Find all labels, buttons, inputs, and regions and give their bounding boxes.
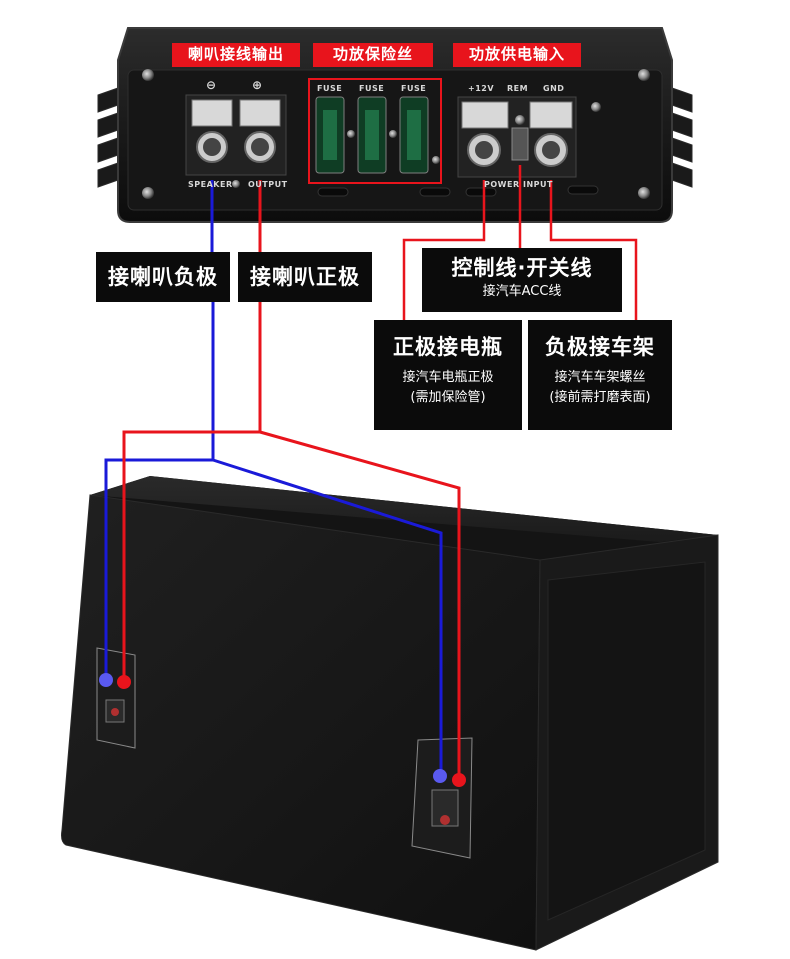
right-terminal-cup	[411, 737, 473, 859]
control-wire-note: 接汽车ACC线	[482, 284, 562, 299]
chassis-negative-wire	[549, 180, 638, 320]
subwoofer-box	[61, 476, 719, 951]
minus-symbol: ⊖	[206, 78, 217, 92]
battery-positive-note1: 接汽车电瓶正极	[402, 370, 494, 385]
speaker-negative-wire	[104, 180, 215, 680]
chassis-negative-note1: 接汽车车架螺丝	[554, 370, 646, 385]
tag-fuse: 功放保险丝	[313, 43, 433, 67]
speaker-positive-text: 接喇叭正极	[250, 265, 360, 289]
battery-positive-wire	[402, 180, 486, 320]
wires	[104, 165, 638, 780]
gnd-label: GND	[543, 84, 565, 93]
speaker-terminal-block	[185, 94, 287, 176]
speaker-label: SPEAKER	[188, 180, 233, 189]
battery-positive-title: 正极接电瓶	[393, 335, 503, 359]
fuse-label-2: FUSE	[359, 84, 385, 93]
control-wire-title: 控制线·开关线	[451, 256, 593, 280]
amplifier-screws	[142, 69, 650, 199]
fuse-label-1: FUSE	[317, 84, 343, 93]
power-label: POWER	[484, 180, 520, 189]
amplifier-heatsink	[97, 87, 693, 188]
callout-speaker-negative: 接喇叭负极	[96, 252, 230, 302]
fuse-label-3: FUSE	[401, 84, 427, 93]
plus-symbol: ⊕	[252, 78, 263, 92]
callout-control-wire: 控制线·开关线 接汽车ACC线	[422, 248, 622, 312]
terminal-dots	[99, 673, 466, 787]
left-terminal-cup	[96, 647, 136, 749]
input-label: INPUT	[523, 180, 553, 189]
tag-power-input: 功放供电输入	[453, 43, 581, 67]
rem-label: REM	[507, 84, 529, 93]
battery-positive-note2: (需加保险管)	[410, 390, 486, 405]
output-label: OUTPUT	[248, 180, 288, 189]
amplifier-vents	[317, 185, 599, 197]
fuse-block	[308, 78, 442, 184]
speaker-negative-text: 接喇叭负极	[108, 265, 218, 289]
tag-speaker-output: 喇叭接线输出	[172, 43, 300, 67]
speaker-positive-wire	[122, 180, 262, 680]
callout-speaker-positive: 接喇叭正极	[238, 252, 372, 302]
plus12v-label: +12V	[468, 84, 495, 93]
power-terminal-block	[457, 96, 577, 178]
chassis-negative-note2: (接前需打磨表面)	[549, 390, 651, 405]
chassis-negative-title: 负极接车架	[545, 335, 655, 359]
callout-chassis-negative: 负极接车架 接汽车车架螺丝 (接前需打磨表面)	[528, 320, 672, 430]
callout-battery-positive: 正极接电瓶 接汽车电瓶正极 (需加保险管)	[374, 320, 522, 430]
